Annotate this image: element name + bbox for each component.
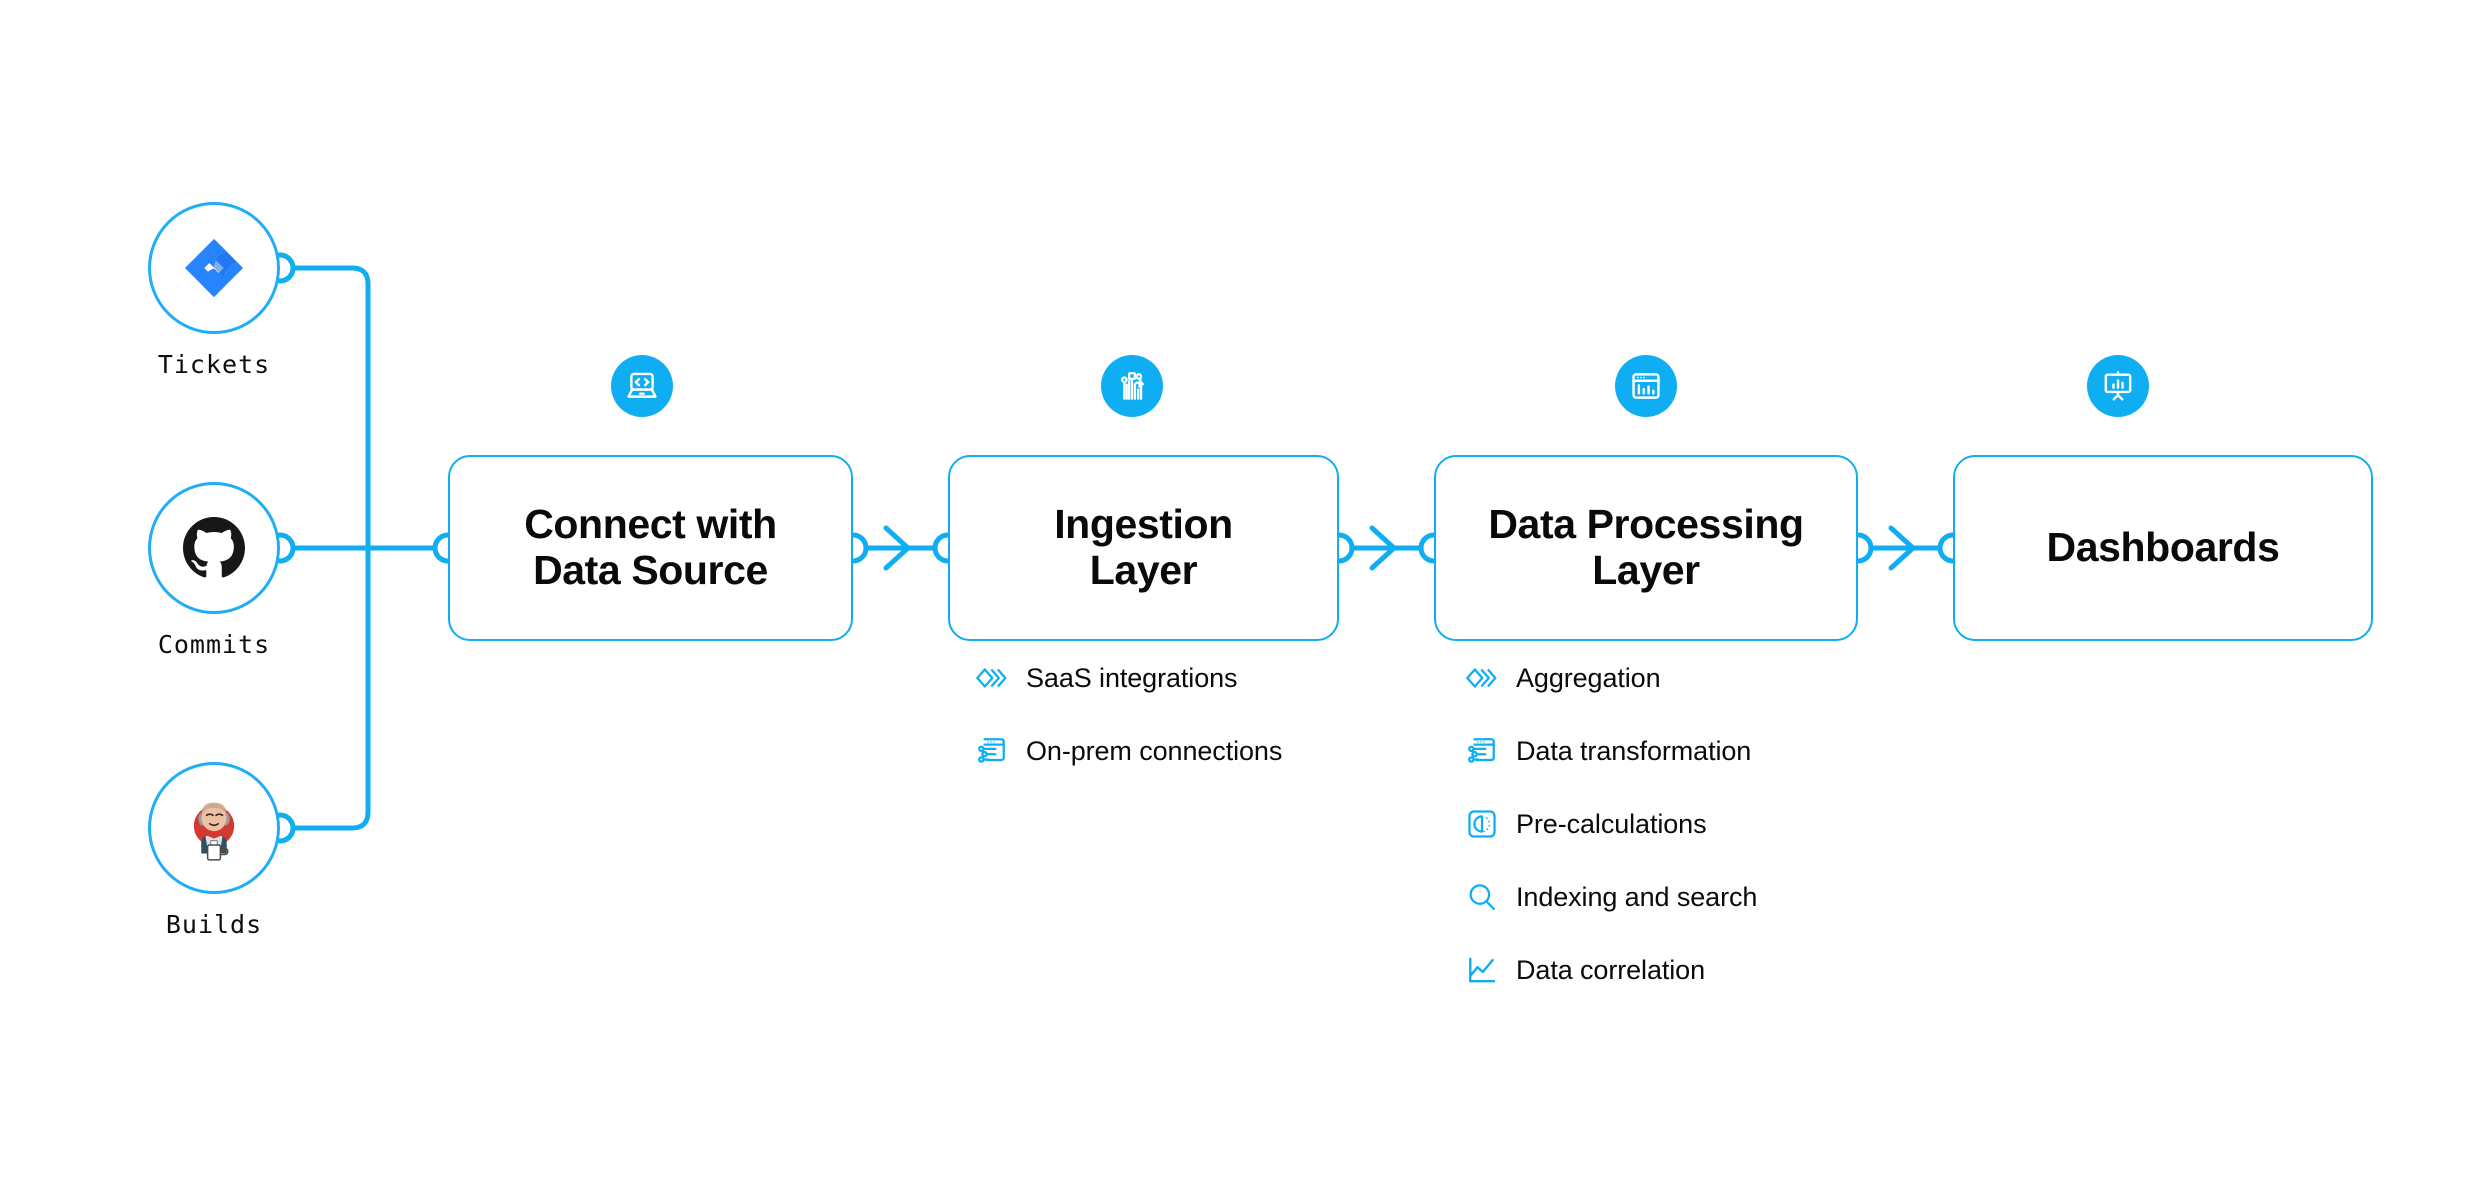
list-item: Pre-calculations — [1465, 801, 1757, 847]
source-ring — [148, 202, 280, 334]
wire-builds-to-bus — [277, 545, 371, 831]
list-item: Data correlation — [1465, 947, 1757, 993]
feature-label: Indexing and search — [1516, 881, 1758, 912]
feature-label: On-prem connections — [1026, 735, 1283, 766]
badge-circuit-network-icon — [1101, 355, 1163, 417]
list-item: Aggregation — [1465, 655, 1757, 701]
stage-box-data-processing-layer[interactable]: Data Processing Layer — [1434, 455, 1858, 641]
list-item: Indexing and search — [1465, 874, 1757, 920]
stage-box-ingestion-layer[interactable]: Ingestion Layer — [948, 455, 1339, 641]
feature-label: Data correlation — [1516, 954, 1705, 985]
arrow-right-icon-3 — [1888, 525, 1916, 571]
feature-list-ingestion-layer: SaaS integrations On-prem conne — [975, 655, 1282, 801]
gauge-icon — [1465, 807, 1499, 841]
browser-sliders-icon — [975, 734, 1009, 768]
source-label-commits: Commits — [157, 630, 271, 659]
stage-title: Data Processing Layer — [1488, 501, 1804, 593]
source-node-builds[interactable]: Builds — [148, 762, 280, 939]
feature-label: Data transformation — [1516, 735, 1752, 766]
feature-list-data-processing-layer: Aggregation Data transformation — [1465, 655, 1757, 1020]
badge-browser-barchart-icon — [1615, 355, 1677, 417]
stage-title: Dashboards — [2046, 524, 2280, 571]
wire-tickets-to-bus — [277, 265, 371, 551]
feature-label: Aggregation — [1516, 662, 1661, 693]
list-item: Data transformation — [1465, 728, 1757, 774]
stage-title: Ingestion Layer — [1054, 501, 1233, 593]
magnifier-icon — [1465, 880, 1499, 914]
jira-icon — [148, 202, 280, 334]
source-label-tickets: Tickets — [157, 350, 271, 379]
line-chart-icon — [1465, 953, 1499, 987]
badge-laptop-code-icon — [611, 355, 673, 417]
source-ring — [148, 482, 280, 614]
stage-box-dashboards[interactable]: Dashboards — [1953, 455, 2373, 641]
feature-label: Pre-calculations — [1516, 808, 1707, 839]
browser-sliders-icon — [1465, 734, 1499, 768]
list-item: SaaS integrations — [975, 655, 1282, 701]
stage-box-connect-with-data-source[interactable]: Connect with Data Source — [448, 455, 853, 641]
source-node-commits[interactable]: Commits — [148, 482, 280, 659]
feature-label: SaaS integrations — [1026, 662, 1238, 693]
github-icon — [148, 482, 280, 614]
chevrons-stack-icon — [1465, 661, 1499, 695]
source-label-builds: Builds — [165, 910, 263, 939]
chevrons-stack-icon — [975, 661, 1009, 695]
list-item: On-prem connections — [975, 728, 1282, 774]
arrow-right-icon-1 — [883, 525, 911, 571]
source-node-tickets[interactable]: Tickets — [148, 202, 280, 379]
arrow-right-icon-2 — [1369, 525, 1397, 571]
badge-presentation-chart-icon — [2087, 355, 2149, 417]
stage-title: Connect with Data Source — [524, 501, 777, 593]
jenkins-icon — [148, 762, 280, 894]
